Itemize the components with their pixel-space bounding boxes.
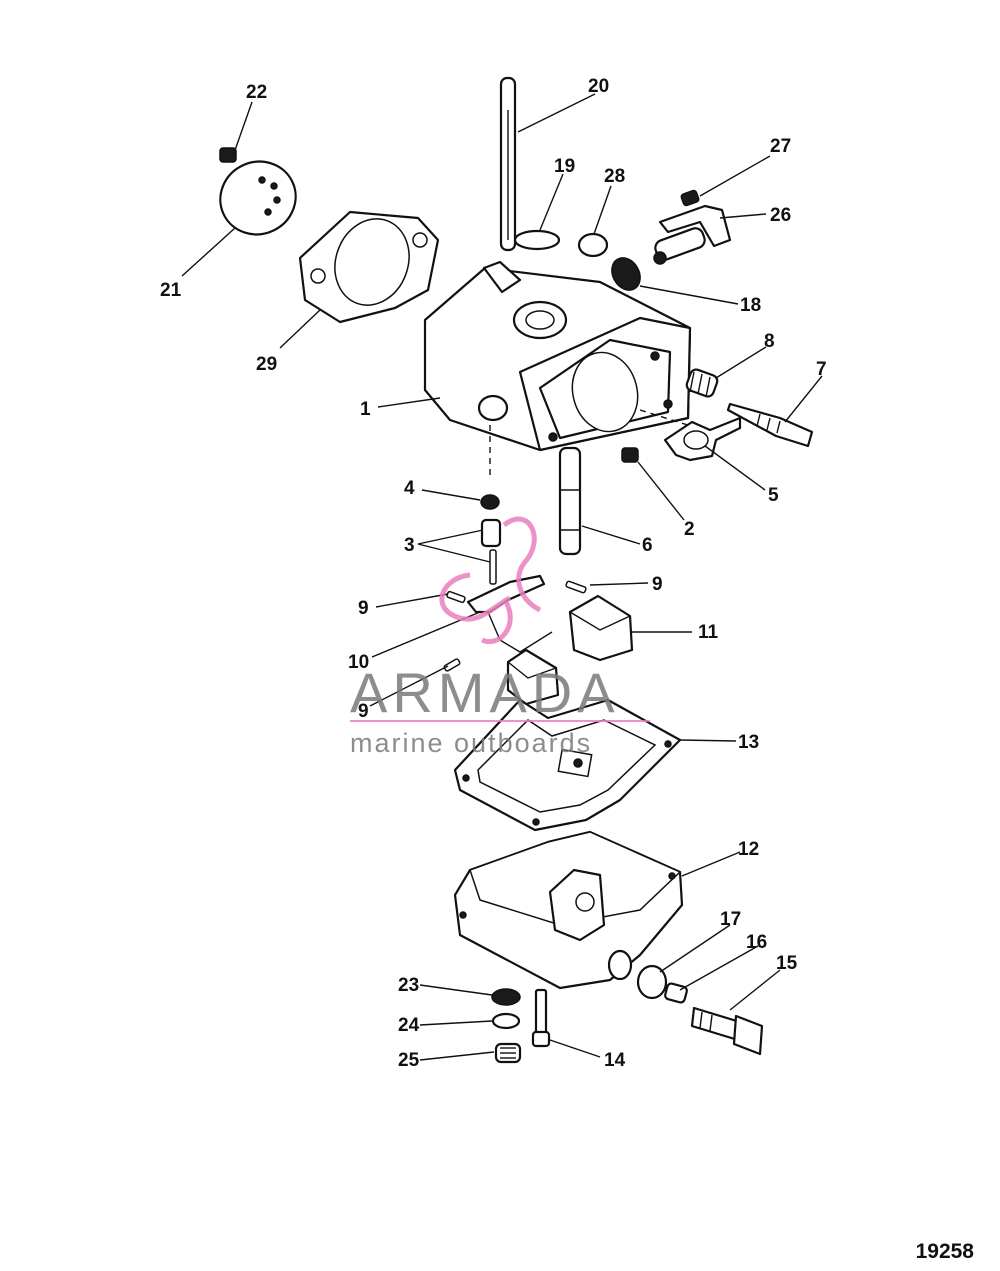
part-throttle-plate [513, 229, 561, 251]
part-flange-gasket [298, 210, 440, 324]
callout-labels: 22 21 29 1 20 19 28 27 26 18 8 7 5 2 6 4… [160, 76, 827, 1071]
callout-21: 21 [160, 280, 182, 301]
callout-5: 5 [768, 485, 779, 506]
callout-9: 9 [358, 701, 369, 722]
part-welch-plug [577, 232, 609, 258]
callout-28: 28 [604, 166, 625, 187]
part-idle-spring [685, 368, 719, 398]
part-drain-gasket [636, 964, 668, 1000]
callout-27: 27 [770, 136, 791, 157]
callout-19: 19 [554, 156, 575, 177]
callout-29: 29 [256, 354, 277, 375]
part-throttle-shaft [499, 76, 517, 252]
callout-22: 22 [246, 82, 267, 103]
callout-15: 15 [776, 953, 798, 974]
part-cover-screw [219, 147, 237, 163]
armada-watermark: ARMADA marine outboards [350, 516, 650, 758]
part-needle-and-seat [480, 518, 502, 585]
part-idle-needle [726, 402, 814, 448]
part-drain-plug [690, 1006, 764, 1056]
part-washer [611, 257, 641, 291]
part-pin [565, 580, 587, 594]
callout-20: 20 [588, 76, 609, 97]
callout-23: 23 [398, 975, 419, 996]
callout-18: 18 [740, 295, 761, 316]
callout-4: 4 [404, 478, 415, 499]
callout-10: 10 [348, 652, 369, 673]
part-carburetor-body [423, 260, 692, 452]
callout-13: 13 [738, 732, 759, 753]
part-pin [446, 590, 466, 604]
callout-25: 25 [398, 1050, 420, 1071]
callout-11: 11 [698, 622, 719, 643]
callout-26: 26 [770, 205, 791, 226]
callout-12: 12 [738, 839, 759, 860]
figure-number: 19258 [915, 1240, 974, 1263]
callout-7: 7 [816, 359, 827, 380]
part-lock-washer [491, 1012, 521, 1030]
part-bowl-washer [491, 988, 521, 1006]
part-bowl-gasket [453, 698, 682, 832]
part-lever-screw [680, 189, 700, 207]
callout-8: 8 [764, 331, 775, 352]
part-float-bowl [453, 830, 684, 990]
callout-9: 9 [358, 598, 369, 619]
callout-24: 24 [398, 1015, 420, 1036]
part-cover-plate [219, 160, 297, 236]
callout-1: 1 [360, 399, 371, 420]
callout-16: 16 [746, 932, 767, 953]
callout-2: 2 [684, 519, 695, 540]
part-pin [443, 658, 461, 672]
callout-3: 3 [404, 535, 415, 556]
part-bowl-spring [494, 1042, 522, 1064]
part-body-screw [621, 447, 639, 463]
part-choke-lever [653, 204, 732, 265]
part-seat-washer [480, 494, 500, 510]
callout-14: 14 [604, 1050, 626, 1071]
armada-logo-icon [439, 516, 542, 645]
callout-17: 17 [720, 909, 741, 930]
part-idle-lever [663, 416, 742, 462]
callout-6: 6 [642, 535, 653, 556]
part-main-jet [664, 982, 688, 1004]
leader-lines [181, 93, 823, 1061]
assembly-line-lever [639, 409, 711, 433]
part-bowl-screw [531, 988, 551, 1048]
watermark-brand: ARMADA [350, 661, 620, 724]
watermark-tagline: marine outboards [350, 728, 592, 758]
callout-9: 9 [652, 574, 663, 595]
part-float [506, 594, 634, 706]
part-main-jet-tube [558, 446, 582, 556]
